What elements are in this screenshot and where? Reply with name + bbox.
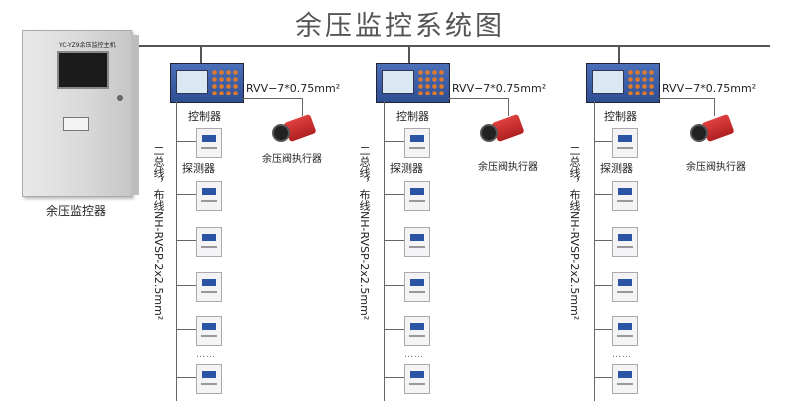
cabinet-screen: [57, 51, 109, 89]
bus-label: 二总线，布线NH-RVSP-2x2.5mm²: [152, 145, 165, 321]
detector-unit: [404, 181, 430, 211]
actuator-knob: [480, 124, 498, 142]
actuator-label: 余压阀执行器: [478, 162, 538, 173]
actuator-cable-drop: [302, 98, 303, 116]
bus-line: [594, 101, 595, 401]
detector-tap: [594, 194, 612, 195]
cable-label: RVV−7*0.75mm²: [246, 82, 341, 95]
detector-tap: [594, 240, 612, 241]
detector-unit: [404, 316, 430, 346]
bus-line: [176, 101, 177, 401]
detector-unit: [404, 272, 430, 302]
controller-unit: [170, 63, 244, 103]
detector-tap: [594, 329, 612, 330]
controller-label: 控制器: [188, 110, 221, 123]
detector-label: 探测器: [600, 162, 633, 175]
detector-label: 探测器: [182, 162, 215, 175]
detector-unit: [612, 272, 638, 302]
detector-unit: [404, 128, 430, 158]
actuator-label: 余压阀执行器: [262, 154, 322, 165]
detector-unit: [404, 364, 430, 394]
detector-unit: [196, 181, 222, 211]
detector-unit: [196, 272, 222, 302]
controller-keypad: [211, 69, 239, 95]
main-bus-line: [130, 45, 770, 47]
controller-unit: [586, 63, 660, 103]
cable-label: RVV−7*0.75mm²: [662, 82, 757, 95]
detector-unit: [612, 316, 638, 346]
drop-line: [200, 45, 202, 63]
detector-tap: [384, 240, 404, 241]
controller-screen: [382, 70, 414, 94]
actuator-label: 余压阀执行器: [686, 162, 746, 173]
detector-tap: [176, 240, 196, 241]
detector-tap: [384, 377, 404, 378]
cabinet-side: [131, 35, 139, 195]
actuator-knob: [690, 124, 708, 142]
actuator-cable-drop: [508, 98, 509, 116]
drop-line: [408, 45, 410, 63]
detector-tap: [594, 141, 612, 142]
actuator-cable-drop: [714, 98, 715, 116]
detector-unit: [196, 364, 222, 394]
diagram-title: 余压监控系统图: [295, 11, 505, 42]
main-cabinet: YC-YZ9余压监控主机: [22, 30, 139, 197]
detector-unit: [612, 181, 638, 211]
detector-tap: [384, 329, 404, 330]
detector-unit: [612, 227, 638, 257]
controller-screen: [592, 70, 624, 94]
detector-tap: [384, 141, 404, 142]
bus-line: [384, 101, 385, 401]
bus-label: 二总线，布线NH-RVSP-2x2.5mm²: [568, 145, 581, 321]
detector-tap: [176, 285, 196, 286]
detector-tap: [594, 377, 612, 378]
detector-tap: [594, 285, 612, 286]
detector-tap: [384, 194, 404, 195]
detector-tap: [176, 141, 196, 142]
detector-tap: [176, 377, 196, 378]
controller-screen: [176, 70, 208, 94]
detector-unit: [196, 316, 222, 346]
actuator-cable: [448, 98, 508, 99]
actuator-knob: [272, 124, 290, 142]
cable-label: RVV−7*0.75mm²: [452, 82, 547, 95]
cabinet-lock-icon: [117, 95, 123, 101]
detector-label: 探测器: [390, 162, 423, 175]
controller-label: 控制器: [604, 110, 637, 123]
detector-unit: [404, 227, 430, 257]
controller-keypad: [417, 69, 445, 95]
bus-label: 二总线，布线NH-RVSP-2x2.5mm²: [358, 145, 371, 321]
detector-tap: [384, 285, 404, 286]
ellipsis: ……: [196, 350, 216, 360]
actuator-cable: [242, 98, 302, 99]
ellipsis: ……: [404, 350, 424, 360]
drop-line: [618, 45, 620, 63]
actuator-cable: [658, 98, 714, 99]
controller-keypad: [627, 69, 655, 95]
detector-tap: [176, 329, 196, 330]
ellipsis: ……: [612, 350, 632, 360]
cabinet-printer: [63, 117, 89, 131]
controller-unit: [376, 63, 450, 103]
detector-tap: [176, 194, 196, 195]
detector-unit: [612, 128, 638, 158]
cabinet-caption: 余压监控器: [46, 204, 107, 218]
detector-unit: [196, 227, 222, 257]
cabinet-panel-title: YC-YZ9余压监控主机: [59, 42, 116, 49]
detector-unit: [196, 128, 222, 158]
detector-unit: [612, 364, 638, 394]
controller-label: 控制器: [396, 110, 429, 123]
